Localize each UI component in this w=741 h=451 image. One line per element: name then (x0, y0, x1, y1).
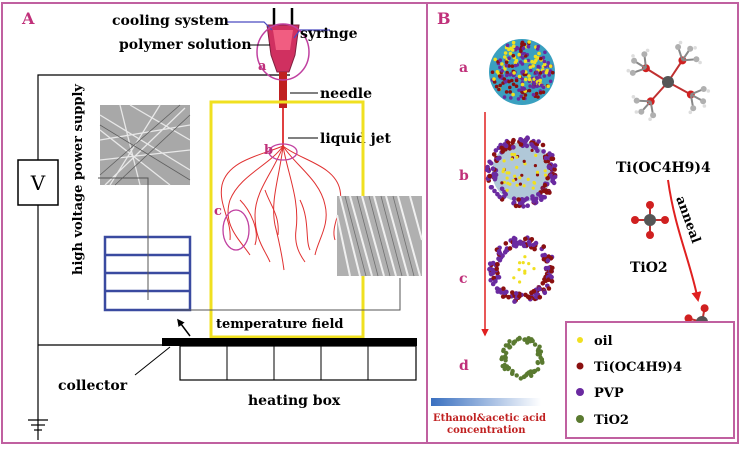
label-formula: Ti(OC4H9)4 (616, 160, 711, 176)
label-product: TiO2 (630, 260, 668, 276)
tio2-molecule (631, 201, 669, 239)
sem-image-aligned (336, 195, 423, 277)
hv-wire (37, 74, 290, 440)
legend-label: oil (594, 334, 613, 349)
tbot-molecule (626, 40, 711, 121)
label-temperature-field: temperature field (216, 317, 344, 332)
power-supply-label: high voltage power supply (71, 84, 86, 275)
label-polymer-solution: polymer solution (119, 37, 252, 53)
voltmeter-label: V (30, 171, 46, 195)
label-collector: collector (58, 378, 128, 394)
legend-item-pvp: PVP (576, 386, 624, 401)
label-liquid-jet: liquid jet (320, 131, 392, 147)
aligned-leader (170, 278, 401, 311)
heating-box-dividers (226, 346, 369, 380)
label-cooling-system: cooling system (112, 13, 229, 29)
collector-arrow (177, 318, 191, 337)
collector-leader (134, 346, 171, 376)
ground-symbol (28, 419, 48, 431)
panel-a-tag: A (21, 9, 35, 28)
syringe (266, 8, 300, 146)
label-syringe: syringe (300, 26, 358, 42)
legend-label: PVP (594, 386, 624, 401)
stage-d-label: d (459, 358, 469, 374)
sem-image-nonwoven (99, 104, 191, 186)
stage-a-label: a (459, 60, 468, 76)
highlight-c (222, 209, 250, 251)
particle-d-shell (499, 335, 545, 381)
legend-item-tio2: TiO2 (576, 413, 629, 428)
particle-b-core (492, 142, 552, 202)
particle-b-dots (484, 135, 558, 209)
particle-a-dots (490, 40, 555, 101)
stage-b-label: b (459, 168, 469, 184)
legend-item-oil: oil (577, 334, 613, 349)
highlight-b (268, 143, 298, 161)
panel-b-tag: B (437, 9, 451, 28)
label-needle: needle (320, 86, 372, 102)
marker-b: b (264, 143, 273, 158)
heating-box (179, 345, 417, 381)
marker-c: c (214, 204, 222, 219)
legend-label: Ti(OC4H9)4 (594, 360, 682, 375)
legend-item-tbot: Ti(OC4H9)4 (576, 360, 682, 375)
grid-leader (98, 177, 149, 300)
concentration-gradient (431, 398, 541, 406)
highlight-a (256, 23, 310, 81)
gradient-label-2: concentration (447, 425, 526, 436)
voltmeter (17, 159, 59, 206)
outer-frame (1, 2, 739, 444)
stage-c-label: c (459, 271, 468, 287)
collector-plate (162, 338, 417, 346)
legend-box (565, 321, 735, 439)
particle-c-shell (487, 235, 555, 304)
legend-label: TiO2 (594, 413, 629, 428)
anneal-arrow (667, 179, 702, 302)
marker-a: a (258, 59, 267, 74)
gradient-label-1: Ethanol&acetic acid (433, 413, 546, 424)
label-heating-box: heating box (248, 393, 341, 409)
whipping-jet (220, 145, 342, 271)
